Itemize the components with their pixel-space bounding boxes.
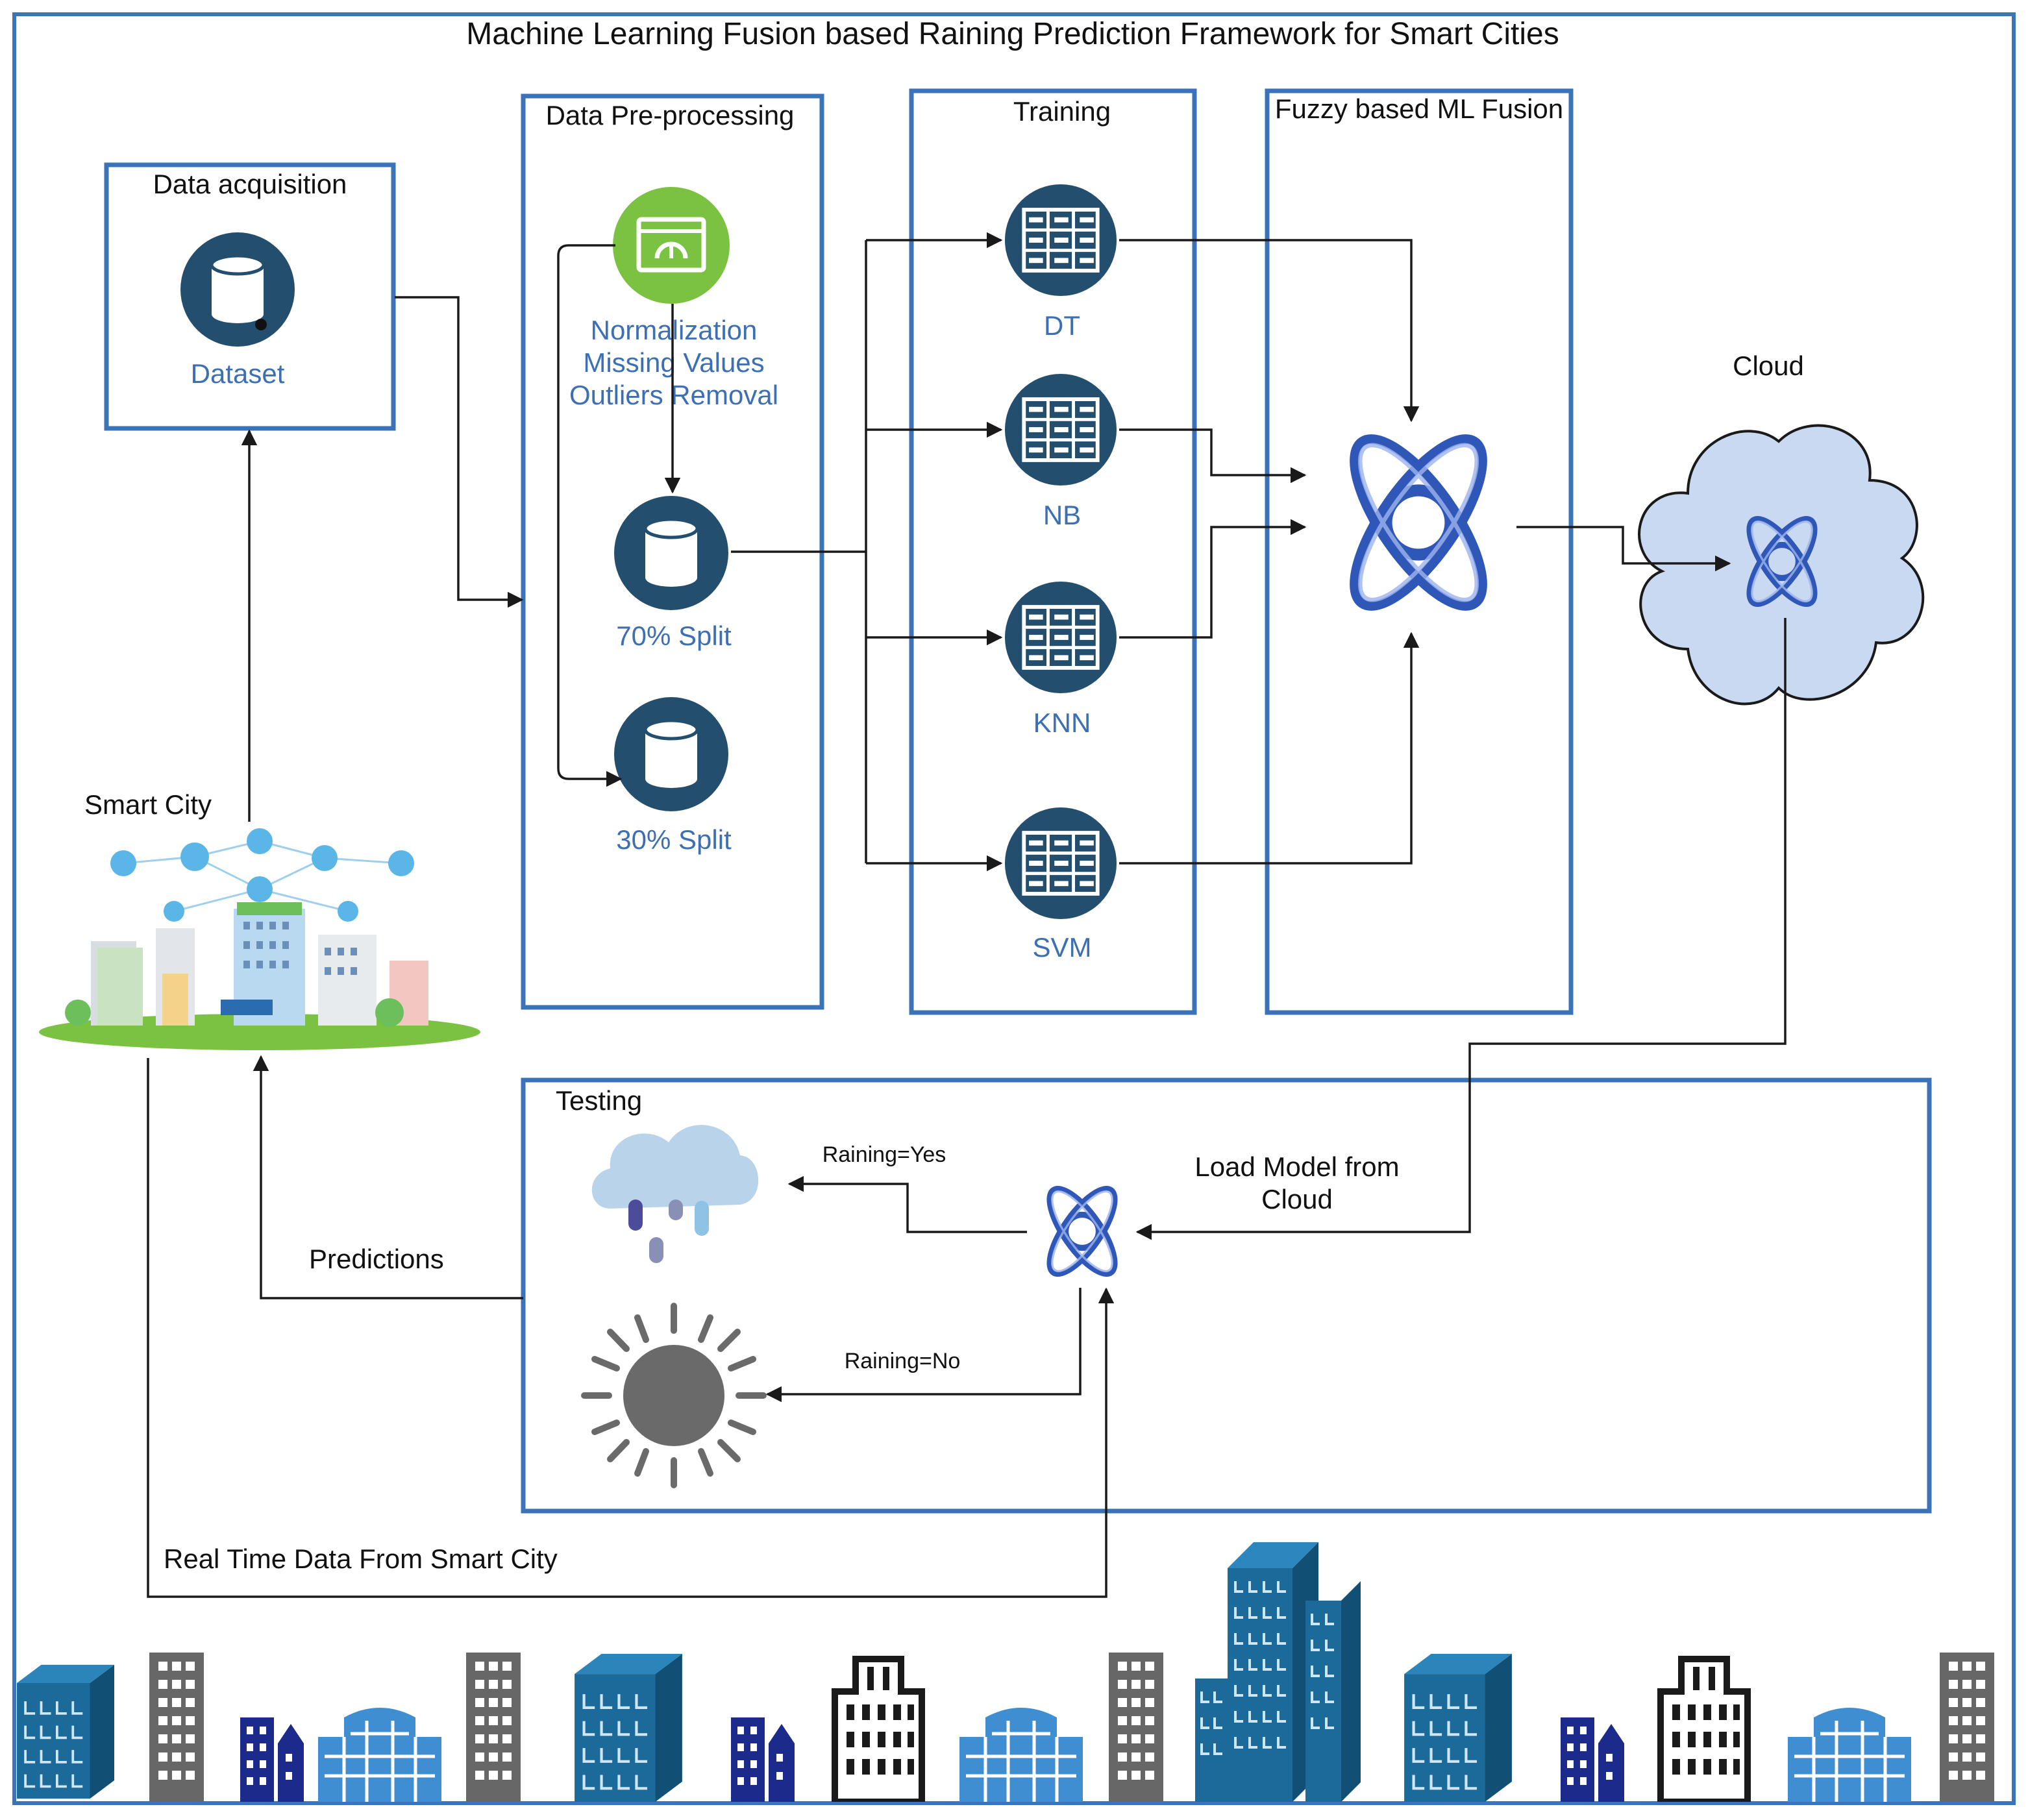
building-icon: [1404, 1654, 1512, 1802]
cloud-shape: [1638, 424, 1925, 706]
diagram-title: Machine Learning Fusion based Raining Pr…: [466, 17, 1559, 51]
model-knn-label: KNN: [1033, 707, 1091, 738]
building-icon: [835, 1659, 922, 1802]
connectors: [147, 232, 1787, 1598]
dt-model-table-icon: [1005, 184, 1117, 296]
building-icon: [240, 1717, 304, 1802]
building-icon: [1788, 1708, 1911, 1802]
building-icon: [1195, 1542, 1361, 1802]
smart-city-illustration: [39, 828, 480, 1050]
split-70-label: 70% Split: [616, 621, 732, 651]
building-icon: [731, 1717, 795, 1802]
building-icon: [466, 1653, 521, 1802]
data-acquisition-panel: Data acquisition Dataset: [104, 162, 396, 431]
outer-frame: [12, 12, 2016, 1805]
model-svm-label: SVM: [1032, 932, 1091, 963]
dataset-label: Dataset: [191, 358, 285, 389]
fusion-atom-icon: [1332, 421, 1505, 624]
preprocessing-label: Data Pre-processing: [546, 100, 795, 130]
testing-label: Testing: [556, 1085, 642, 1116]
fusion-panel: Fuzzy based ML Fusion: [1265, 88, 1574, 1015]
smart-city-label: Smart City: [84, 789, 212, 820]
train-split-database-icon: [614, 496, 728, 610]
training-panel: Training DT NB KNN SVM: [909, 88, 1197, 1015]
load-model-label-line2: Cloud: [1261, 1184, 1333, 1214]
building-icon: [1661, 1659, 1748, 1802]
knn-model-table-icon: [1005, 582, 1117, 693]
building-icon: [1561, 1717, 1624, 1802]
smart-city-node: Smart City: [39, 789, 480, 1050]
cloud-label: Cloud: [1733, 350, 1804, 381]
model-dt-label: DT: [1044, 310, 1080, 341]
training-label: Training: [1013, 96, 1111, 127]
building-icon: [959, 1708, 1083, 1802]
building-icon: [318, 1708, 441, 1802]
data-acquisition-label: Data acquisition: [153, 169, 347, 199]
raining-yes-label: Raining=Yes: [822, 1142, 946, 1167]
database-icon: [180, 232, 295, 347]
skyline: [17, 1542, 1994, 1802]
cloud-node: Cloud: [1638, 350, 1925, 706]
step-missing-values: Missing Values: [583, 347, 764, 378]
rain-cloud-icon: [591, 1125, 759, 1263]
split-30-label: 30% Split: [616, 824, 732, 855]
fusion-label: Fuzzy based ML Fusion: [1275, 93, 1563, 124]
building-icon: [17, 1663, 114, 1801]
test-split-database-icon: [614, 697, 728, 811]
raining-no-label: Raining=No: [845, 1349, 961, 1373]
nb-model-table-icon: [1005, 374, 1117, 486]
building-icon: [149, 1653, 204, 1802]
step-outliers-removal: Outliers Removal: [569, 380, 778, 410]
testing-panel: Testing Raining=Yes Raining=No Load: [521, 1077, 1932, 1514]
building-icon: [575, 1654, 682, 1802]
predictions-label: Predictions: [309, 1244, 444, 1274]
chart-window-icon: [613, 187, 730, 304]
realtime-data-label: Real Time Data From Smart City: [164, 1543, 558, 1574]
svm-model-table-icon: [1005, 807, 1117, 919]
preprocessing-panel: Data Pre-processing Normalization Missin…: [521, 93, 824, 1010]
test-model-atom-icon: [1037, 1179, 1126, 1283]
step-normalization: Normalization: [591, 315, 758, 345]
sun-icon: [581, 1303, 767, 1488]
building-icon: [1940, 1653, 1994, 1802]
load-model-label-line1: Load Model from: [1194, 1151, 1399, 1182]
building-icon: [1109, 1653, 1163, 1802]
model-nb-label: NB: [1043, 500, 1081, 530]
